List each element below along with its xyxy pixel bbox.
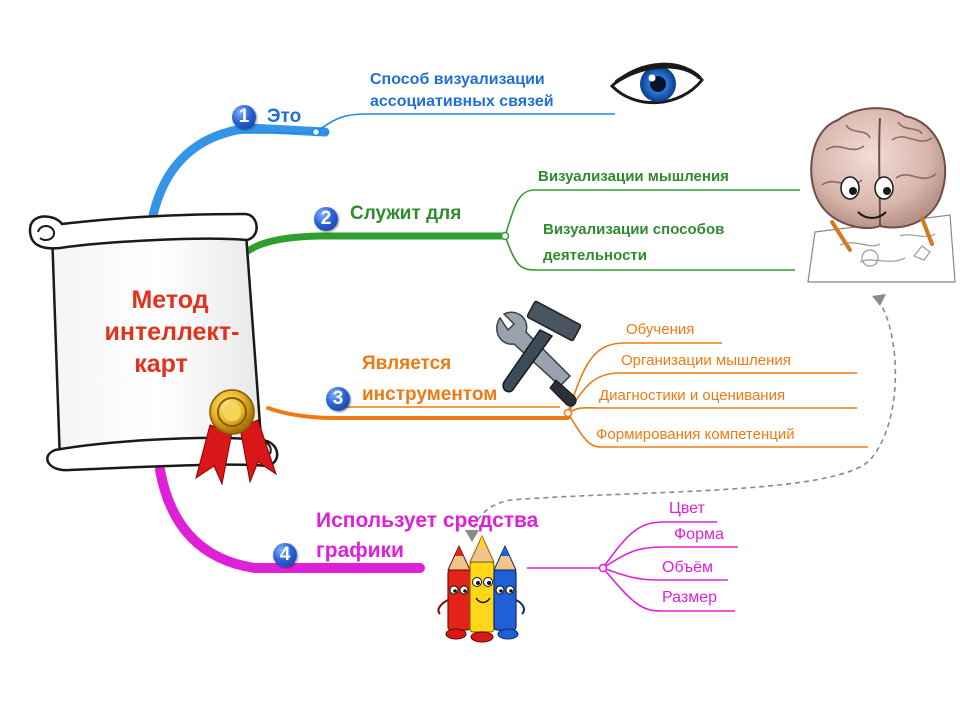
branch-2-number: 2 xyxy=(314,207,338,231)
tools-icon xyxy=(496,300,582,407)
relationship-arrowhead-top xyxy=(872,294,886,306)
branch-2-connector-b xyxy=(504,235,795,271)
branch-3-item-3: Диагностики и оценивания xyxy=(599,387,786,404)
branch-4-item-1: Цвет xyxy=(669,500,705,517)
branch-4-connector-b xyxy=(602,546,738,569)
branch-4-connector-a xyxy=(602,521,717,569)
branch-3-item-1: Обучения xyxy=(626,321,695,338)
ribbon-seal-icon xyxy=(195,389,277,486)
branch-4-item-3: Объём xyxy=(662,559,713,576)
branch-4-connector-d xyxy=(602,567,735,612)
branch-4-label-line-2: графики xyxy=(316,539,404,562)
branch-2-item-1: Визуализации мышления xyxy=(538,168,729,185)
branch-3-label-line-1: Является xyxy=(362,353,452,374)
branch-4-label-line-1: Использует средства xyxy=(316,509,539,532)
relationship-arrow xyxy=(471,299,897,536)
branch-1-number: 1 xyxy=(232,105,256,129)
branch-3-connector-d xyxy=(567,412,868,448)
pencils-icon xyxy=(437,534,525,643)
branch-2-label: Служит для xyxy=(350,203,462,224)
branch-2-item-2: Визуализации способов xyxy=(543,221,725,238)
branch-4-number: 4 xyxy=(273,543,297,567)
branch-4-connector-c xyxy=(602,567,728,581)
branch-3-item-4: Формирования компетенций xyxy=(596,426,795,443)
branch-1-item-2: ассоциативных связей xyxy=(370,93,554,110)
central-title-line-1: Метод xyxy=(131,286,209,314)
branch-4-item-4: Размер xyxy=(662,589,717,606)
branch-1-item-1: Способ визуализации xyxy=(370,71,545,88)
branch-2-node xyxy=(500,231,510,241)
branch-2-connector-a xyxy=(504,189,800,237)
branch-1-label: Это xyxy=(267,106,302,127)
branch-1-connector xyxy=(315,113,615,133)
branch-3-connector-c xyxy=(567,406,857,414)
branch-2-item-3: деятельности xyxy=(543,247,647,264)
brain-icon xyxy=(807,107,956,283)
branch-3-number: 3 xyxy=(326,387,350,411)
central-title-line-3: карт xyxy=(134,350,188,378)
branch-4-node xyxy=(598,563,608,573)
branch-1-node xyxy=(311,127,321,137)
branch-3-label-line-2: инструментом xyxy=(362,384,498,405)
central-title-line-2: интеллект- xyxy=(104,318,240,346)
branch-3-node xyxy=(563,408,573,418)
branch-2-trunk xyxy=(222,232,509,276)
branch-3-trunk xyxy=(266,406,570,420)
eye-icon xyxy=(609,62,704,105)
branch-3-item-2: Организации мышления xyxy=(621,352,791,369)
relationship-arrowhead-bottom xyxy=(465,530,479,542)
branch-4-trunk xyxy=(155,465,425,573)
branch-4-item-2: Форма xyxy=(674,526,724,543)
